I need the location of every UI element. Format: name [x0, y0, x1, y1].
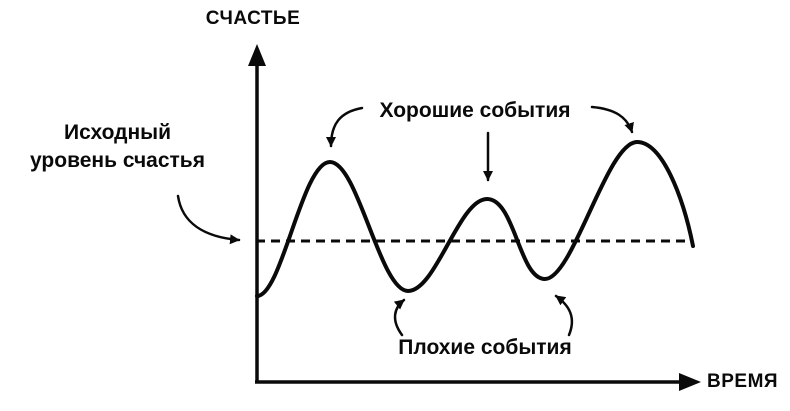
good-events-arrow-right: [590, 105, 634, 134]
good-events-label: Хорошие события: [379, 99, 571, 122]
y-axis-label: СЧАСТЬЕ: [205, 8, 301, 29]
good-events-arrow-left: [326, 106, 364, 148]
y-axis-arrowhead-icon: [248, 44, 266, 66]
baseline-level-label-line1: Исходный: [63, 121, 172, 144]
x-axis-label: ВРЕМЯ: [707, 371, 779, 392]
bad-events-arrow-left: [393, 298, 406, 337]
x-axis-arrowhead-icon: [679, 373, 701, 391]
baseline-arrow: [176, 194, 241, 245]
happiness-curve: [255, 139, 695, 298]
bad-events-arrow-right: [554, 294, 574, 337]
baseline-level-label-line2: уровень счастья: [30, 149, 205, 172]
baseline-level-label: Исходный уровень счастья: [10, 119, 225, 175]
bad-events-label: Плохие события: [398, 336, 572, 359]
